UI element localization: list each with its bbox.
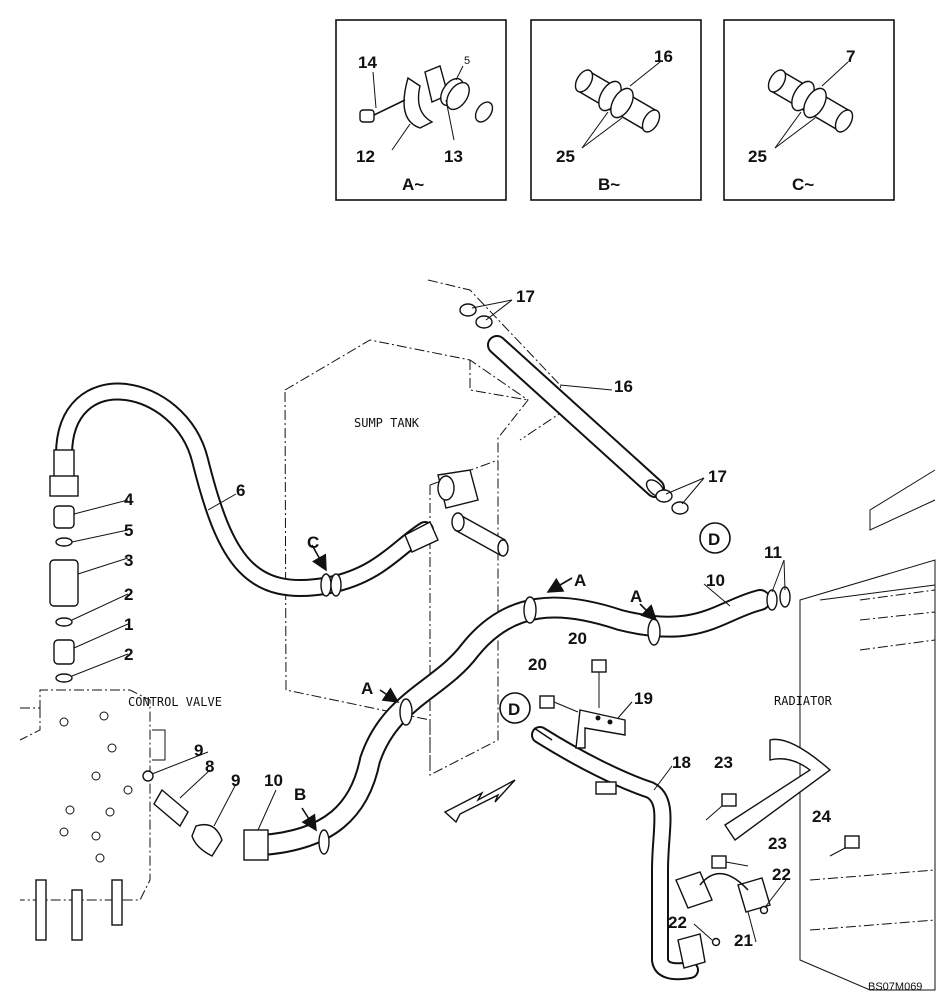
marker-c: C bbox=[307, 533, 319, 552]
detail-inset-c: 7 25 C~ bbox=[723, 19, 895, 201]
inset-a-label-13: 13 bbox=[444, 147, 463, 166]
detail-inset-b: 16 25 B~ bbox=[530, 19, 702, 201]
connector-d-markers: D D bbox=[499, 522, 731, 724]
drawing-code: BS07M069 bbox=[868, 981, 922, 993]
view-arrows bbox=[301, 544, 658, 832]
marker-d-upper: D bbox=[708, 530, 720, 549]
inset-c-label-25: 25 bbox=[748, 147, 767, 166]
callout-10-upper: 10 bbox=[706, 571, 725, 590]
radiator: RADIATOR bbox=[724, 469, 936, 991]
callout-22-right: 22 bbox=[772, 865, 791, 884]
callout-20-left: 20 bbox=[528, 655, 547, 674]
marker-d-lower: D bbox=[508, 700, 520, 719]
inset-b-label-25: 25 bbox=[556, 147, 575, 166]
callout-10-lower: 10 bbox=[264, 771, 283, 790]
callout-17-lower: 17 bbox=[708, 467, 727, 486]
callout-22-left: 22 bbox=[668, 913, 687, 932]
marker-a-center: A bbox=[574, 571, 586, 590]
callout-19: 19 bbox=[634, 689, 653, 708]
elbow-fittings bbox=[142, 770, 223, 857]
hose-6 bbox=[49, 382, 439, 598]
callout-17-upper: 17 bbox=[516, 287, 535, 306]
inset-c-label-7: 7 bbox=[846, 47, 855, 66]
inset-a-label-12: 12 bbox=[356, 147, 375, 166]
callout-4: 4 bbox=[124, 490, 134, 509]
detail-inset-a: 14 12 13 5 A~ bbox=[335, 19, 507, 201]
callout-16: 16 bbox=[614, 377, 633, 396]
callout-24: 24 bbox=[812, 807, 831, 826]
inset-a-caption: A~ bbox=[402, 175, 424, 194]
callout-23-lower: 23 bbox=[768, 834, 787, 853]
sump-tank-label: SUMP TANK bbox=[354, 416, 420, 430]
callout-21: 21 bbox=[734, 931, 753, 950]
radiator-label: RADIATOR bbox=[774, 694, 833, 708]
inset-b-caption: B~ bbox=[598, 175, 620, 194]
control-valve: CONTROL VALVE bbox=[19, 689, 222, 941]
hose-16 bbox=[427, 279, 689, 515]
callout-20-upper: 20 bbox=[568, 629, 587, 648]
marker-a-left: A bbox=[361, 679, 373, 698]
part-callouts: 4 5 3 2 1 2 6 9 8 9 10 17 16 17 10 11 20… bbox=[124, 287, 831, 950]
control-valve-label: CONTROL VALVE bbox=[128, 695, 222, 709]
callout-9-upper: 9 bbox=[194, 741, 203, 760]
callout-9-lower: 9 bbox=[231, 771, 240, 790]
callout-6: 6 bbox=[236, 481, 245, 500]
callout-11: 11 bbox=[764, 543, 782, 562]
leader-lines bbox=[71, 299, 787, 943]
callout-5: 5 bbox=[124, 521, 133, 540]
inset-c-caption: C~ bbox=[792, 175, 814, 194]
marker-a-right: A bbox=[630, 587, 642, 606]
callout-23-upper: 23 bbox=[714, 753, 733, 772]
fitting-stack bbox=[49, 505, 79, 683]
callout-8: 8 bbox=[205, 757, 214, 776]
inset-b-label-16: 16 bbox=[654, 47, 673, 66]
callout-1: 1 bbox=[124, 615, 133, 634]
hose-10 bbox=[243, 586, 791, 861]
hose-18 bbox=[531, 659, 860, 981]
callout-2-upper: 2 bbox=[124, 585, 133, 604]
inset-a-label-14: 14 bbox=[358, 53, 377, 72]
callout-3: 3 bbox=[124, 551, 133, 570]
inset-a-mark: 5 bbox=[464, 55, 470, 67]
view-letter-markers: C A A A B bbox=[294, 533, 642, 804]
callout-2-lower: 2 bbox=[124, 645, 133, 664]
marker-b: B bbox=[294, 785, 306, 804]
sump-tank: SUMP TANK bbox=[284, 339, 529, 776]
callout-18: 18 bbox=[672, 753, 691, 772]
